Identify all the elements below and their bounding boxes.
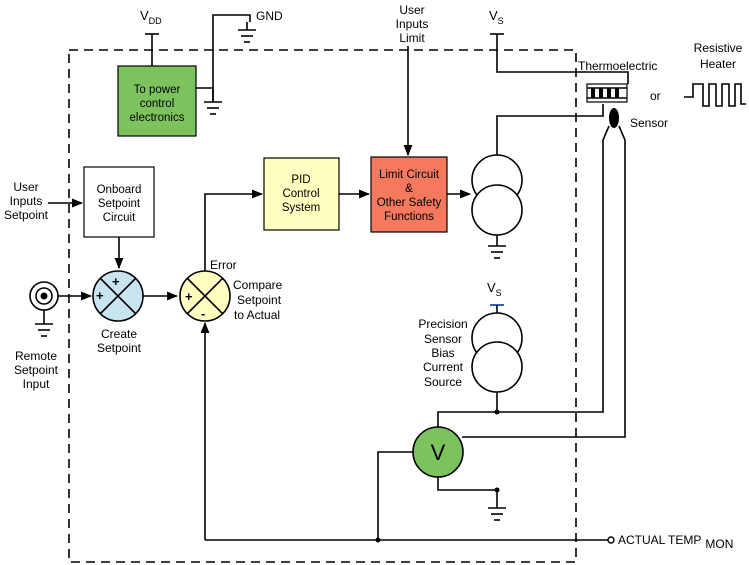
thermoelectric-element: Thermoelectric <box>578 59 657 103</box>
svg-text:Thermoelectric: Thermoelectric <box>578 59 657 73</box>
svg-text:Resistive: Resistive <box>694 41 743 55</box>
svg-text:&: & <box>405 183 413 195</box>
svg-text:+: + <box>112 274 120 289</box>
svg-text:Functions: Functions <box>384 211 434 223</box>
svg-text:User: User <box>13 180 38 194</box>
svg-text:Other Safety: Other Safety <box>377 197 442 209</box>
gnd-label: GND <box>256 9 283 23</box>
svg-text:Input: Input <box>23 377 50 391</box>
svg-text:Setpoint: Setpoint <box>98 198 141 210</box>
or-label: or <box>650 89 661 103</box>
svg-text:electronics: electronics <box>130 112 185 124</box>
svg-text:Remote: Remote <box>15 349 57 363</box>
power-block-box <box>117 65 197 137</box>
voltmeter: V <box>377 411 506 540</box>
svg-text:Sensor: Sensor <box>424 332 462 346</box>
svg-text:+: + <box>185 289 193 304</box>
limit-block: Limit Circuit & Other Safety Functions <box>370 156 472 233</box>
svg-text:Heater: Heater <box>700 57 736 71</box>
pid-block: PID Control System <box>263 157 371 231</box>
gnd-supply: GND <box>212 9 283 102</box>
svg-text:to Actual: to Actual <box>234 308 280 322</box>
feedback-path <box>200 321 615 544</box>
vs-supply-top: VS <box>489 8 629 84</box>
svg-text:Precision: Precision <box>418 317 467 331</box>
svg-text:To power: To power <box>134 84 181 96</box>
user-setpoint-input: User Inputs Setpoint <box>4 180 84 222</box>
svg-text:Setpoint: Setpoint <box>4 208 49 222</box>
svg-text:Error: Error <box>210 258 237 272</box>
svg-text:Sensor: Sensor <box>630 116 668 130</box>
svg-text:User: User <box>399 3 424 17</box>
vs-label-top: VS <box>489 8 504 26</box>
svg-text:-: - <box>201 306 205 321</box>
onboard-setpoint-box <box>83 166 155 238</box>
power-ground <box>196 87 222 115</box>
create-setpoint-junction: + + Create Setpoint <box>92 270 179 355</box>
svg-text:Setpoint: Setpoint <box>237 293 282 307</box>
svg-text:+: + <box>96 288 104 303</box>
svg-text:Compare: Compare <box>233 278 283 292</box>
svg-text:Create: Create <box>101 327 137 341</box>
limit-box <box>370 156 448 233</box>
user-limit-input: User Inputs Limit <box>396 3 429 157</box>
remote-setpoint-connector: Remote Setpoint Input <box>14 281 93 391</box>
bias-current-source: VS Precision Sensor Bias Current Source <box>418 280 523 415</box>
svg-text:Source: Source <box>424 375 462 389</box>
svg-text:Setpoint: Setpoint <box>14 363 59 377</box>
svg-text:Limit: Limit <box>399 31 425 45</box>
svg-text:control: control <box>140 98 175 110</box>
svg-text:Limit Circuit: Limit Circuit <box>379 169 440 181</box>
power-block: To power control electronics <box>117 65 197 137</box>
temperature-sensor: Sensor <box>462 108 668 438</box>
svg-text:PID: PID <box>291 174 310 186</box>
svg-text:Control: Control <box>282 188 319 200</box>
svg-text:Bias: Bias <box>431 346 454 360</box>
vdd-label: VDD <box>140 8 162 26</box>
compare-junction: + - Error Compare Setpoint to Actual <box>179 189 283 322</box>
svg-text:System: System <box>282 202 320 214</box>
pid-box <box>263 157 340 231</box>
svg-text:Setpoint: Setpoint <box>97 341 142 355</box>
vs-label-bias: VS <box>487 280 502 298</box>
resistive-heater: Resistive Heater <box>684 41 746 107</box>
svg-text:Inputs: Inputs <box>396 17 429 31</box>
onboard-setpoint-block: Onboard Setpoint Circuit <box>83 166 155 270</box>
vdd-supply: VDD <box>140 8 162 66</box>
svg-text:Circuit: Circuit <box>103 212 136 224</box>
svg-text:Current: Current <box>423 360 464 374</box>
svg-text:Inputs: Inputs <box>10 194 43 208</box>
drive-current-source <box>471 104 604 259</box>
svg-text:Onboard: Onboard <box>97 184 142 196</box>
svg-text:V: V <box>431 440 446 465</box>
